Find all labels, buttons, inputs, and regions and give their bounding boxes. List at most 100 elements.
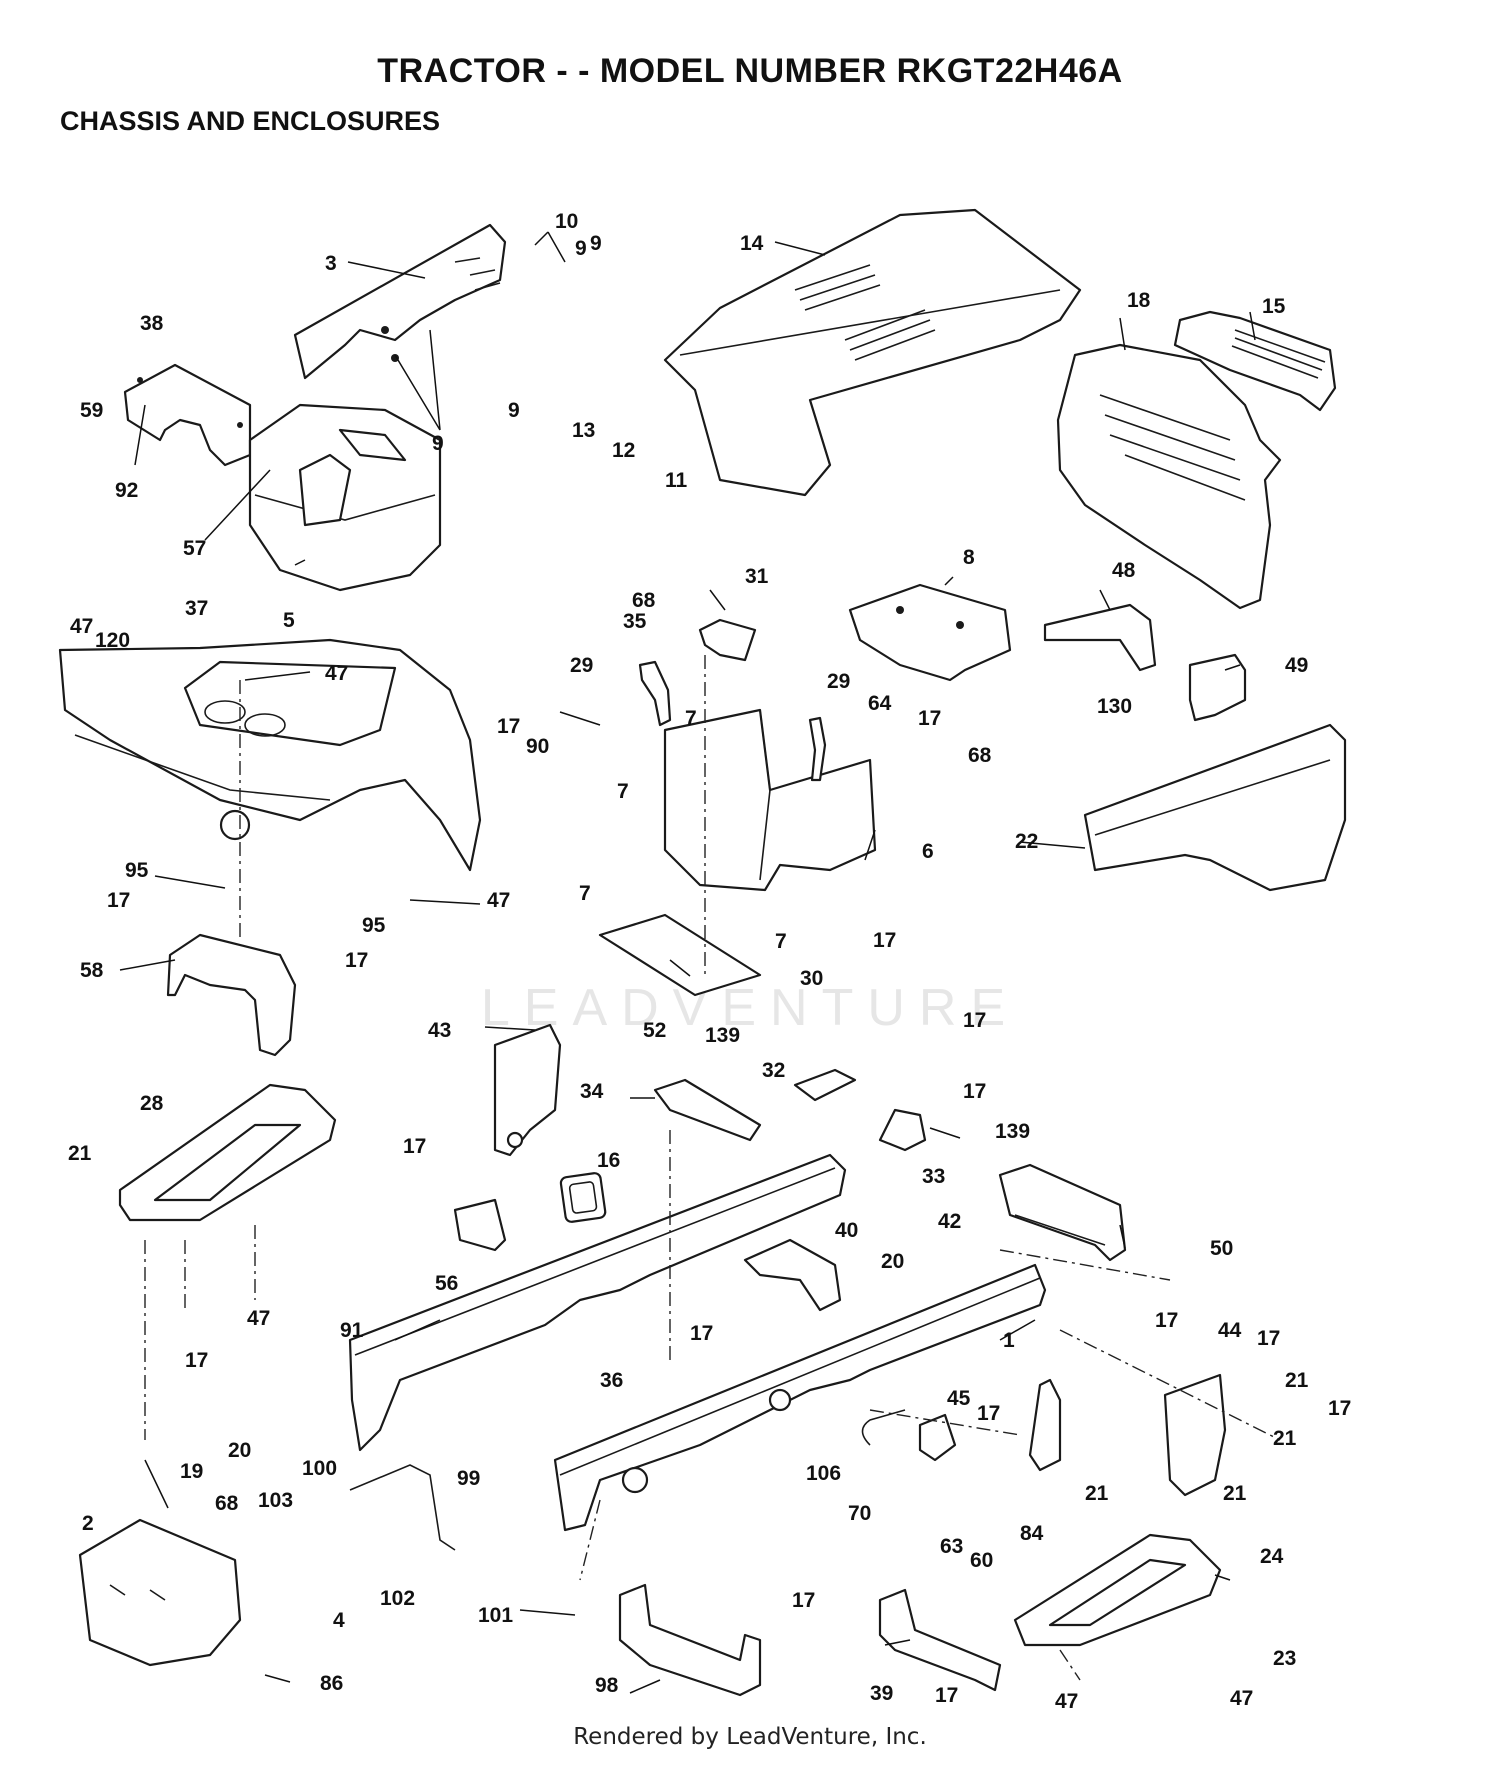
callout-21a: 21 xyxy=(68,1142,92,1165)
part-bumper-22 xyxy=(1083,723,1347,892)
part-bracket-29a xyxy=(638,660,672,727)
footer-credit: Rendered by LeadVenture, Inc. xyxy=(573,1724,927,1750)
callout-22: 22 xyxy=(1015,830,1038,853)
callout-19: 19 xyxy=(180,1460,203,1483)
callout-17b: 17 xyxy=(918,707,941,730)
callout-16: 16 xyxy=(597,1149,620,1172)
part-small-plate-31 xyxy=(698,618,757,662)
part-bracket-34 xyxy=(653,1078,762,1142)
callout-48: 48 xyxy=(1112,559,1136,582)
part-bracket-48 xyxy=(1043,603,1157,672)
callout-9c: 9 xyxy=(508,399,520,422)
callout-12: 12 xyxy=(612,439,635,462)
part-bracket-49 xyxy=(1188,653,1247,722)
callout-17m: 17 xyxy=(1328,1397,1351,1420)
callout-29a: 29 xyxy=(570,654,593,677)
section-title: CHASSIS AND ENCLOSURES xyxy=(60,106,441,136)
callout-33: 33 xyxy=(922,1165,945,1188)
callout-14: 14 xyxy=(740,232,764,255)
callout-59: 59 xyxy=(80,399,103,422)
callout-49: 49 xyxy=(1285,654,1308,677)
callout-11: 11 xyxy=(665,469,688,492)
part-fender xyxy=(58,638,482,872)
part-frame-rail-1 xyxy=(553,1263,1047,1532)
callout-1: 1 xyxy=(1003,1329,1015,1352)
callout-2: 2 xyxy=(82,1512,94,1535)
callout-7c: 7 xyxy=(775,930,787,953)
callout-17i: 17 xyxy=(185,1349,208,1372)
callout-57: 57 xyxy=(183,537,206,560)
part-bracket-33 xyxy=(878,1108,927,1152)
callout-24: 24 xyxy=(1260,1545,1284,1568)
callout-95b: 95 xyxy=(362,914,386,937)
callout-17f: 17 xyxy=(963,1009,986,1032)
part-grommet-16 xyxy=(559,1172,607,1223)
watermark: LEADVENTURE xyxy=(480,979,1020,1037)
callout-17e: 17 xyxy=(345,949,368,972)
callout-47e: 47 xyxy=(1230,1687,1253,1710)
callout-60: 60 xyxy=(970,1549,993,1572)
callout-92: 92 xyxy=(115,479,138,502)
callout-37: 37 xyxy=(185,597,208,620)
part-bracket-45 xyxy=(918,1413,957,1462)
callout-30: 30 xyxy=(800,967,823,990)
part-grille-frame xyxy=(1056,343,1282,610)
callout-36: 36 xyxy=(600,1369,623,1392)
callout-44: 44 xyxy=(1218,1319,1242,1342)
callout-3: 3 xyxy=(325,252,337,275)
part-bracket-29b xyxy=(808,716,827,782)
callout-86: 86 xyxy=(320,1672,343,1695)
callout-18: 18 xyxy=(1127,289,1151,312)
callout-21c: 21 xyxy=(1085,1482,1109,1505)
callout-84: 84 xyxy=(1020,1522,1044,1545)
callout-9d: 9 xyxy=(575,237,587,260)
part-bracket-58 xyxy=(166,933,297,1057)
callout-64: 64 xyxy=(868,692,892,715)
callout-9b: 9 xyxy=(432,432,444,455)
callout-15: 15 xyxy=(1262,295,1286,318)
part-bracket-56 xyxy=(453,1198,507,1252)
callout-95a: 95 xyxy=(125,859,149,882)
callout-68c: 68 xyxy=(215,1492,239,1515)
callout-17d: 17 xyxy=(107,889,130,912)
callout-52: 52 xyxy=(643,1019,666,1042)
callout-7d: 7 xyxy=(685,707,697,730)
callout-68b: 68 xyxy=(968,744,992,767)
part-dash-panel xyxy=(293,223,507,380)
part-plate-30 xyxy=(598,913,762,997)
part-bracket-50 xyxy=(998,1163,1127,1262)
callout-68a: 68 xyxy=(632,589,656,612)
callout-17n: 17 xyxy=(977,1402,1000,1425)
callout-23: 23 xyxy=(1273,1647,1296,1670)
callout-29b: 29 xyxy=(827,670,850,693)
callout-50: 50 xyxy=(1210,1237,1233,1260)
callout-4: 4 xyxy=(333,1609,345,1632)
callout-120: 120 xyxy=(95,629,130,652)
callout-47a: 47 xyxy=(70,615,93,638)
callout-20b: 20 xyxy=(881,1250,904,1273)
callout-102: 102 xyxy=(380,1587,415,1610)
callout-31: 31 xyxy=(745,565,769,588)
part-bracket-32 xyxy=(793,1068,857,1102)
callout-39: 39 xyxy=(870,1682,893,1705)
callout-9a: 9 xyxy=(590,232,602,255)
callout-56: 56 xyxy=(435,1272,458,1295)
callout-17o: 17 xyxy=(792,1589,815,1612)
callout-10: 10 xyxy=(555,210,578,233)
part-bracket-43 xyxy=(493,1023,562,1157)
callout-47d: 47 xyxy=(247,1307,270,1330)
part-frame-rail-91 xyxy=(348,1153,847,1452)
callout-139a: 139 xyxy=(705,1024,740,1047)
callout-17g: 17 xyxy=(963,1080,986,1103)
part-plate-2 xyxy=(78,1518,242,1667)
callout-43: 43 xyxy=(428,1019,451,1042)
callout-38: 38 xyxy=(140,312,164,335)
callout-34: 34 xyxy=(580,1080,604,1103)
callout-21b: 21 xyxy=(1285,1369,1309,1392)
callout-99: 99 xyxy=(457,1467,480,1490)
callout-labels: 1 2 3 4 5 6 7 7 7 7 8 9 9 9 9 10 11 12 1… xyxy=(68,210,1351,1713)
callout-17a: 17 xyxy=(497,715,520,738)
assembly-lines xyxy=(144,655,1281,1681)
callout-17l: 17 xyxy=(1257,1327,1280,1350)
part-hood xyxy=(663,208,1082,497)
